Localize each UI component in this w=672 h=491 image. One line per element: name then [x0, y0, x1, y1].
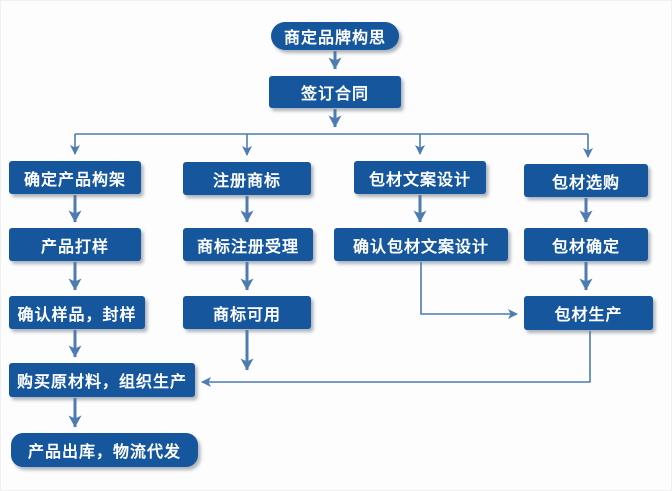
node-product-framework: 确定产品构架: [9, 161, 141, 194]
node-package-confirm: 包材确定: [524, 228, 648, 261]
node-buy-materials: 购买原材料，组织生产: [9, 363, 195, 397]
node-package-purchase: 包材选购: [524, 164, 648, 197]
node-confirm-package-copy-design: 确认包材文案设计: [334, 228, 508, 261]
node-package-production: 包材生产: [524, 296, 653, 330]
node-product-shipping: 产品出库，物流代发: [11, 433, 198, 467]
connector-production-buymaterials: [201, 331, 591, 387]
connector-confirmdesign-production: [420, 262, 518, 319]
node-package-copy-design: 包材文案设计: [354, 161, 486, 194]
node-trademark-acceptance: 商标注册受理: [183, 228, 313, 261]
node-product-sample: 产品打样: [9, 228, 141, 261]
node-confirm-sample: 确认样品，封样: [9, 296, 145, 329]
node-trademark-usable: 商标可用: [183, 296, 311, 329]
node-register-trademark: 注册商标: [183, 162, 311, 195]
node-brand-idea: 商定品牌构思: [271, 22, 399, 50]
node-sign-contract: 签订合同: [269, 76, 401, 108]
